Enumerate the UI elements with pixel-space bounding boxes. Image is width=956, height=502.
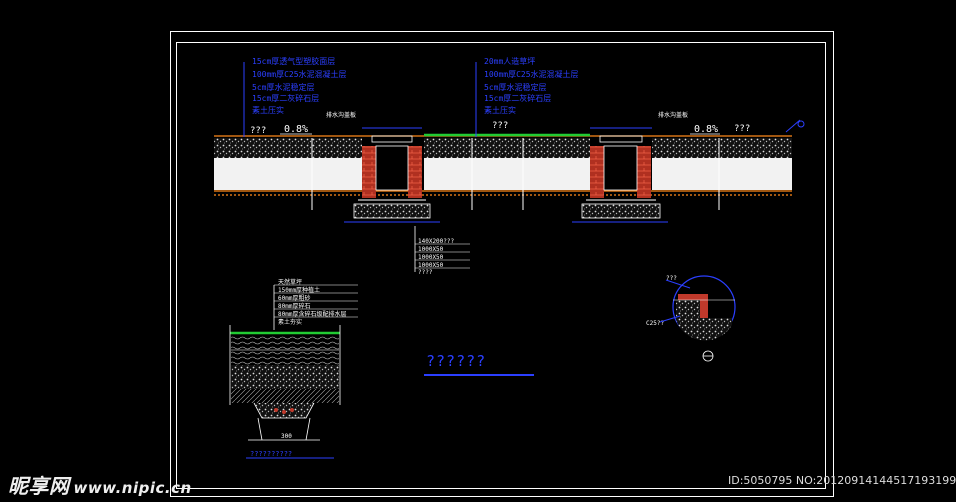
slope-label-right: 0.8% (694, 124, 718, 135)
table-row: ???? (418, 269, 433, 276)
legend-row: 天然草坪 (278, 278, 302, 286)
watermark-site: 昵享网 (8, 474, 70, 498)
circle-side-label: C25?? (646, 320, 664, 327)
table-row: 1000X50 (418, 254, 444, 261)
watermark-url: www.nipic.cn (73, 479, 192, 497)
slope-label-left: 0.8% (284, 124, 308, 135)
left-layer-label: 15cm厚二灰碎石层 (252, 93, 319, 103)
legend-row: 150mm厚种植土 (278, 286, 320, 294)
title-underline (424, 374, 534, 376)
right-layer-label: 100mm厚C25水泥混凝土层 (484, 69, 579, 79)
legend-row: 60mm厚粗砂 (278, 294, 310, 302)
center-spec-table: 140X200??? 1000X50 1000X50 1000X50 ???? (414, 226, 470, 276)
right-layer-label: 5cm厚水泥稳定层 (484, 82, 546, 92)
region-label-left: ??? (250, 126, 266, 136)
table-row: 1000X50 (418, 262, 444, 269)
legend-row: 80mm厚含碎石级配排水层 (278, 310, 346, 318)
table-row: 140X200??? (418, 238, 455, 245)
left-layer-label: 15cm厚透气型塑胶面层 (252, 56, 335, 66)
legend-row: 80mm厚碎石 (278, 302, 310, 310)
left-layer-label: 5cm厚水泥稳定层 (252, 82, 314, 92)
dimension-label: 300 (281, 433, 292, 440)
region-label-mid: ??? (492, 121, 508, 131)
drawing-title: ?????? (426, 352, 487, 370)
lawn-section-detail: 天然草坪 150mm厚种植土 60mm厚粗砂 80mm厚碎石 80mm厚含碎石级… (229, 278, 358, 459)
drawing-frame-outer (170, 31, 834, 497)
circle-top-label: ??? (666, 275, 677, 282)
watermark-id: ID:5050795 NO:20120914144517193199 (728, 474, 956, 487)
left-layer-labels: 15cm厚透气型塑胶面层 100mm厚C25水泥混凝土层 5cm厚水泥稳定层 1… (243, 56, 347, 137)
section-profile (214, 119, 805, 223)
legend-row: 素土夯实 (278, 318, 302, 326)
right-layer-label: 20mm人造草坪 (484, 56, 535, 66)
table-row: 1000X50 (418, 246, 444, 253)
left-layer-label: 100mm厚C25水泥混凝土层 (252, 69, 347, 79)
circle-detail: ??? C25?? (646, 275, 736, 362)
region-label-right: ??? (734, 124, 750, 134)
detail-caption: ?????????? (250, 450, 292, 458)
drain-note-left: 排水沟盖板 (326, 111, 356, 119)
left-layer-label: 素土压实 (252, 105, 284, 115)
right-layer-label: 素土压实 (484, 105, 516, 115)
drawing-frame-inner (176, 42, 826, 489)
drain-note-right: 排水沟盖板 (658, 111, 688, 119)
right-layer-labels: 20mm人造草坪 100mm厚C25水泥混凝土层 5cm厚水泥稳定层 15cm厚… (475, 56, 579, 137)
right-layer-label: 15cm厚二灰碎石层 (484, 93, 551, 103)
